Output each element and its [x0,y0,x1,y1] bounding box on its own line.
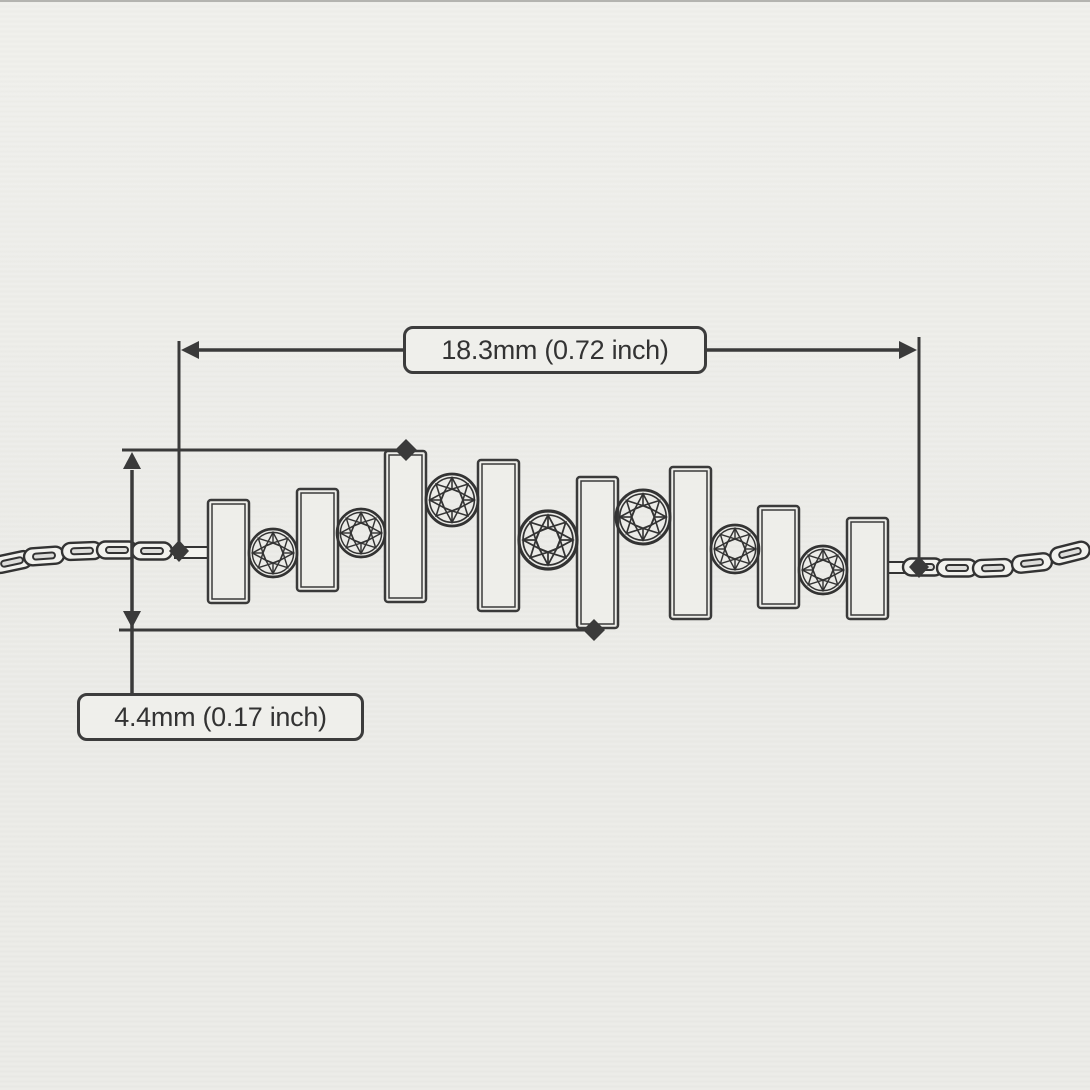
height-dimension-label: 4.4mm (0.17 inch) [77,693,364,741]
bar-8 [845,516,890,621]
width-dimension-label: 18.3mm (0.72 inch) [403,326,707,374]
round-stone-3 [424,472,480,528]
round-stone-4 [517,509,579,571]
bar-1 [206,498,251,605]
bar-3 [383,449,428,604]
bar-4 [476,458,521,613]
height-bottom-marker [583,619,605,641]
round-stone-6 [709,523,761,575]
bar-6 [668,465,713,621]
bar-7 [756,504,801,610]
round-stone-2 [335,507,387,559]
bars-and-stones [206,449,890,630]
round-stone-7 [797,544,849,596]
width-start-marker [169,540,189,562]
round-stone-5 [614,488,672,546]
height-top-marker [395,439,417,461]
round-stone-1 [247,527,299,579]
width-end-marker [909,556,929,578]
width-dimension [169,337,929,578]
bar-2 [295,487,340,593]
height-dimension [119,439,605,693]
bar-5 [575,475,620,630]
